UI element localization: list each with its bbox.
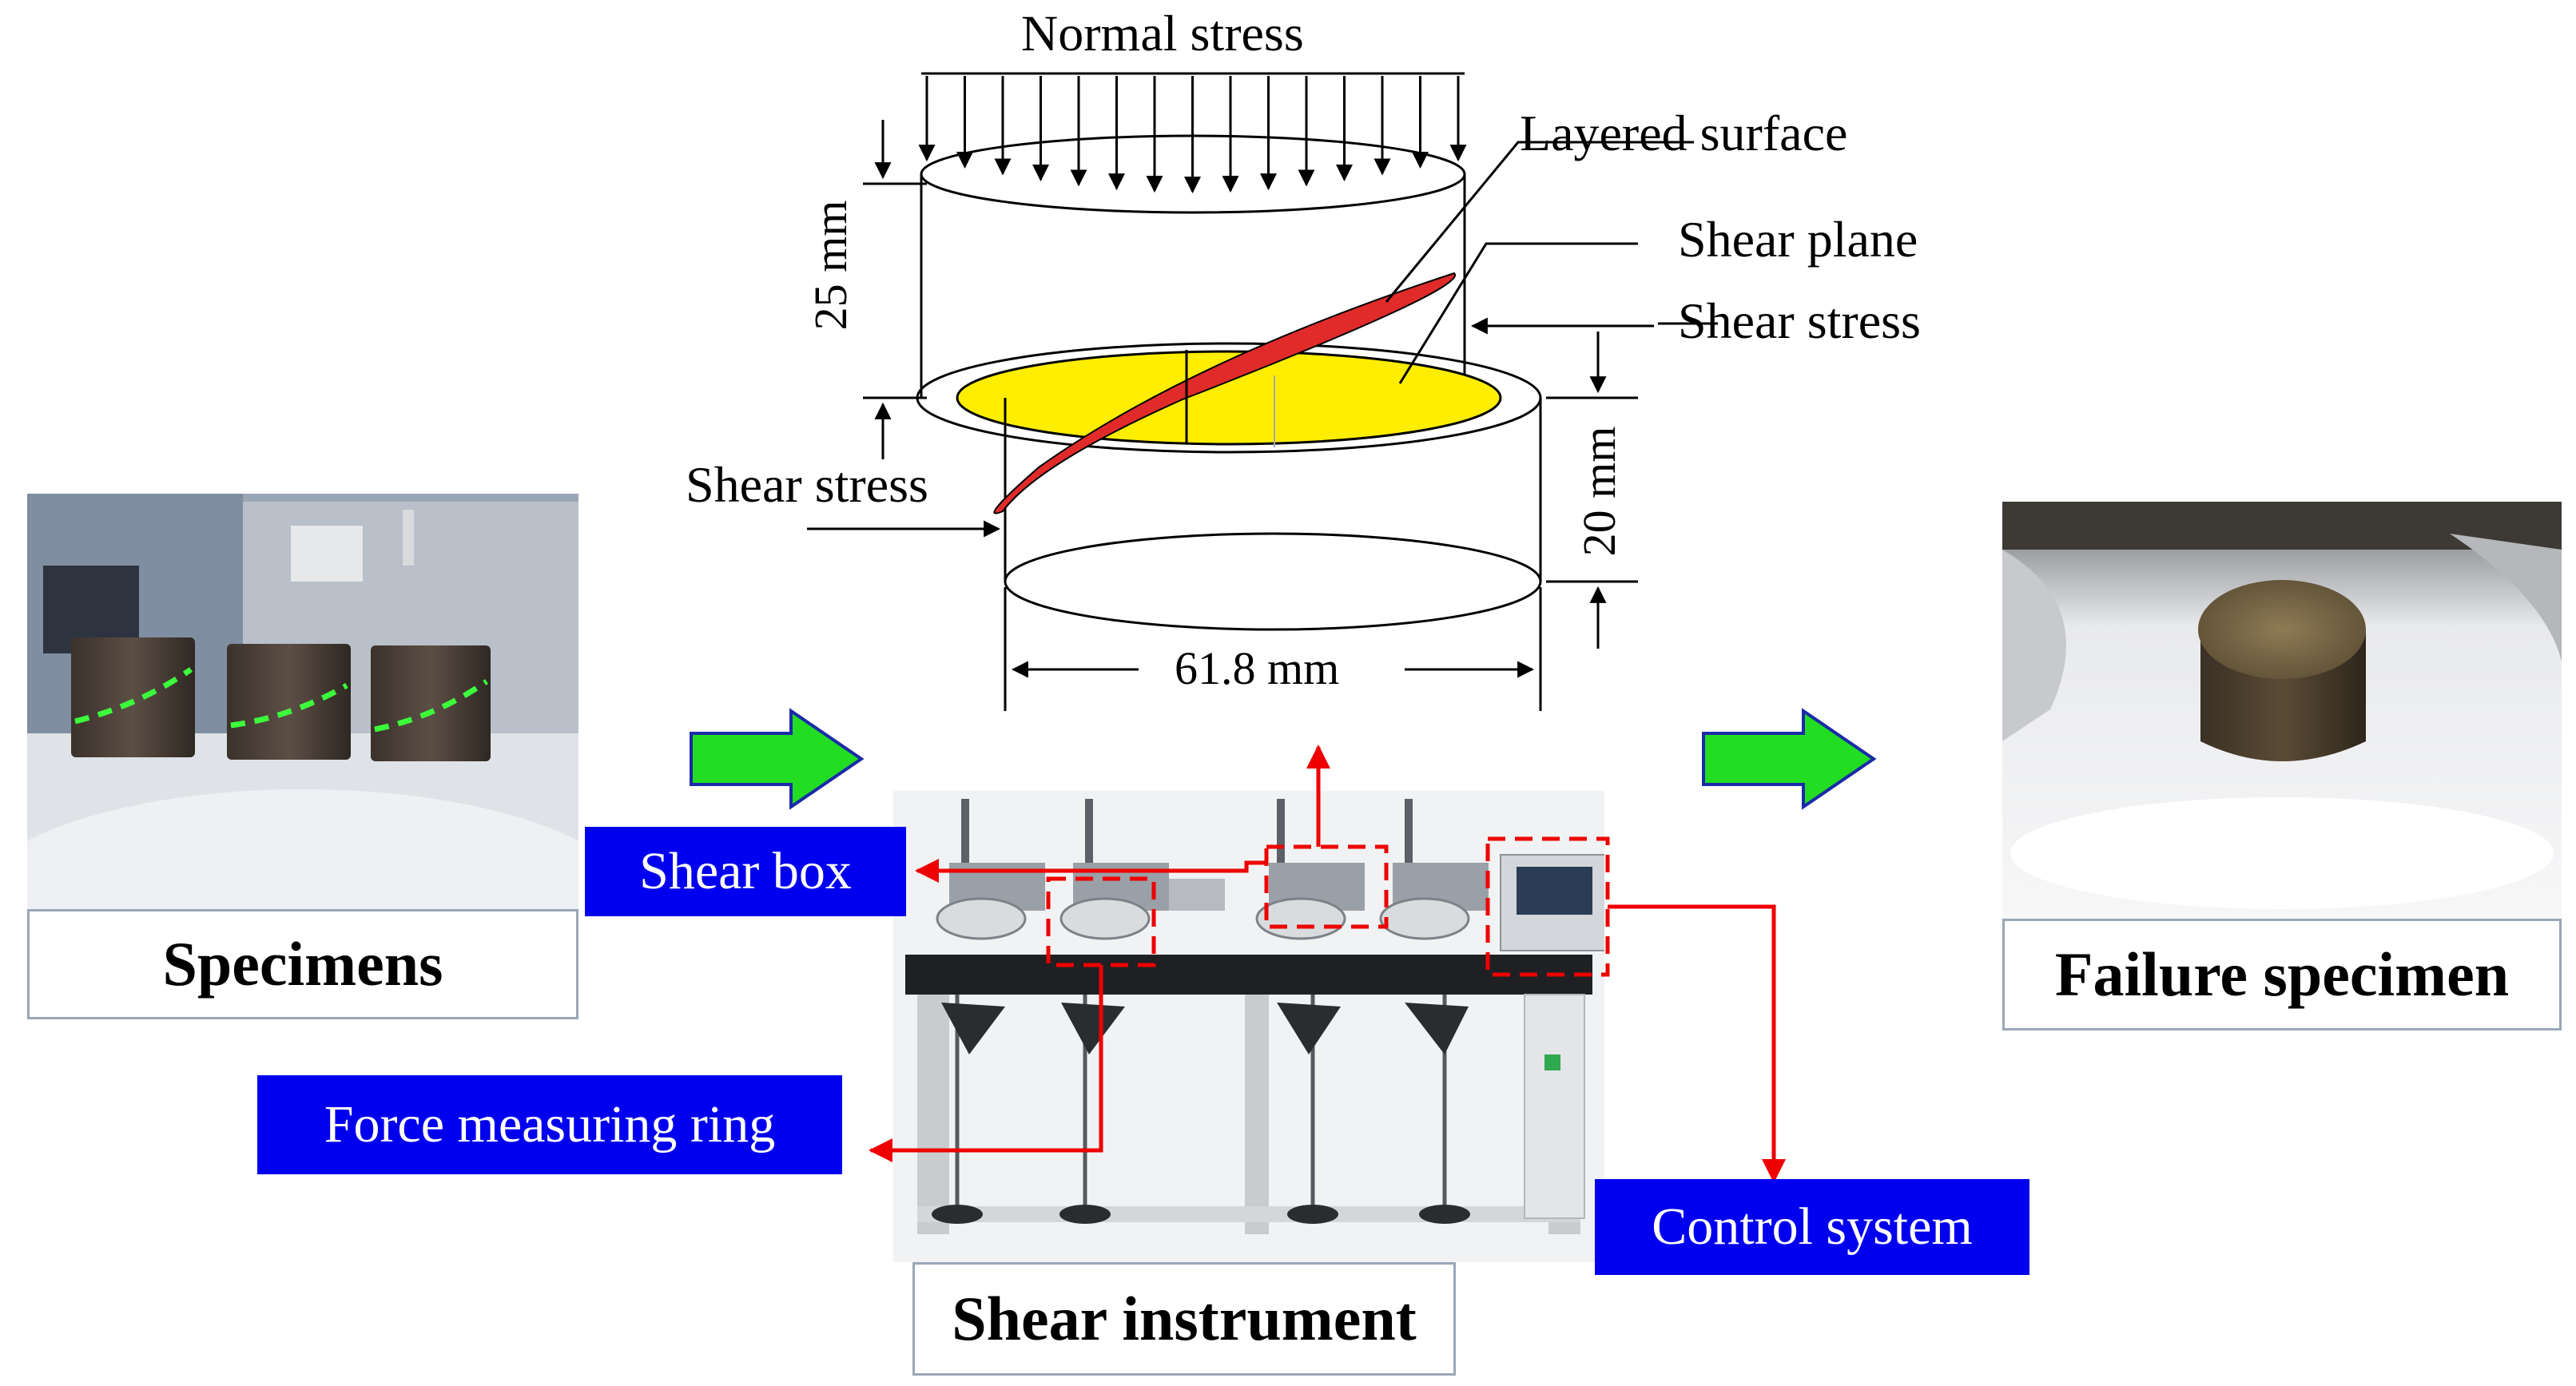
dim-diameter-lines [1004, 587, 1542, 711]
normal-stress-arrows [918, 76, 1467, 194]
layered-surface-label: Layered surface [1520, 105, 1848, 161]
dim-diameter-label: 61.8 mm [1175, 642, 1340, 694]
shear-instrument-caption-text: Shear instrument [952, 1284, 1417, 1353]
dim-25-lines [863, 120, 927, 459]
shear-stress-right-label: Shear stress [1678, 292, 1921, 349]
failure-specimen-caption: Failure specimen [2002, 919, 2562, 1031]
specimens-caption-text: Specimens [162, 929, 443, 999]
dim-20-lines [1546, 332, 1638, 649]
shear-stress-left-label: Shear stress [686, 456, 928, 513]
callout-lines [1385, 141, 1718, 384]
failure-specimen-photo [2002, 502, 2562, 919]
shear-plane-shape [993, 272, 1457, 514]
specimens-photo [27, 494, 578, 909]
force-measuring-ring-tag-text: Force measuring ring [324, 1095, 776, 1154]
dim-25-label: 25 mm [805, 200, 857, 331]
red-highlight-boxes [1046, 836, 1610, 977]
shear-box-tag: Shear box [585, 827, 906, 916]
control-system-tag-text: Control system [1652, 1197, 1973, 1256]
shear-box-tag-text: Shear box [639, 842, 852, 900]
flow-arrow-right [1702, 708, 1877, 810]
flow-arrow-left [690, 708, 865, 810]
failure-specimen-drawing [2002, 502, 2562, 919]
shear-instrument-caption: Shear instrument [912, 1262, 1456, 1376]
force-measuring-ring-tag: Force measuring ring [257, 1075, 842, 1174]
specimens-photo-drawing [27, 494, 578, 909]
shear-plane-label: Shear plane [1678, 211, 1918, 268]
failure-specimen-caption-text: Failure specimen [2054, 939, 2510, 1009]
normal-stress-label: Normal stress [1021, 5, 1304, 62]
specimens-caption: Specimens [27, 909, 578, 1019]
red-leader-lines [869, 745, 1786, 1183]
control-system-tag: Control system [1595, 1179, 2029, 1275]
layered-surface-disc [956, 350, 1502, 446]
dim-20-label: 20 mm [1573, 426, 1625, 557]
